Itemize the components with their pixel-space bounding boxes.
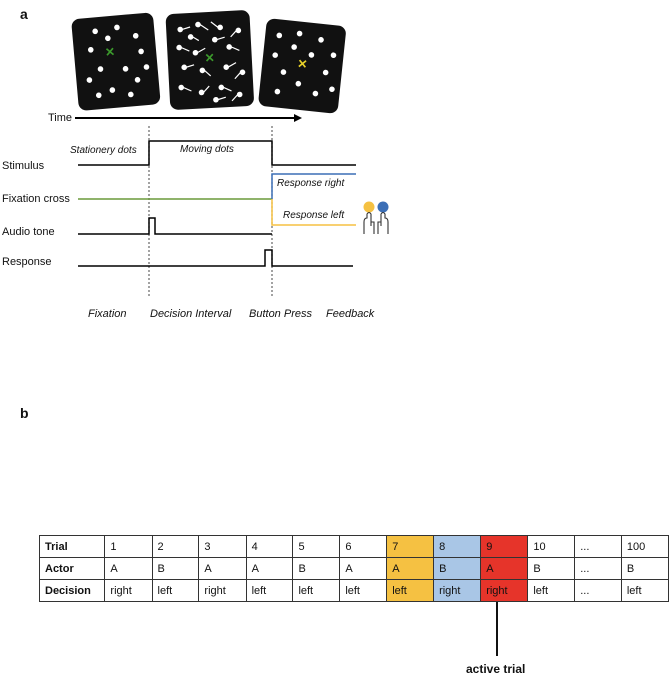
time-label: Time <box>48 112 73 124</box>
actor-cell: ... <box>574 557 622 580</box>
stimulus-screens: ✕ ✕ <box>71 10 346 114</box>
response-left-line <box>271 199 356 226</box>
trial-cell-active: 9 <box>480 535 529 558</box>
trial-cell: ... <box>574 535 622 558</box>
phase-button-press: Button Press <box>249 308 312 320</box>
phase-feedback: Feedback <box>326 308 375 320</box>
annotation-response-right: Response right <box>277 178 345 189</box>
panel-a-label: a <box>20 6 28 22</box>
table-row-trial: Trial 1 2 3 4 5 6 7 8 9 10 ... 100 <box>38 535 669 558</box>
trial-cell: 6 <box>339 535 388 558</box>
svg-text:✕: ✕ <box>297 57 308 72</box>
decision-cell: left <box>386 579 435 602</box>
actor-cell: A <box>386 557 435 580</box>
active-trial-label: active trial <box>466 662 526 676</box>
screen-moving-dots: ✕ <box>165 10 254 110</box>
header-trial: Trial <box>38 535 106 558</box>
decision-cell: right <box>198 579 247 602</box>
row-label-response: Response <box>2 256 52 268</box>
annotation-stationary-dots: Stationery dots <box>70 145 137 156</box>
phase-decision-interval: Decision Interval <box>150 308 232 320</box>
annotation-response-left: Response left <box>283 210 345 221</box>
row-label-fixation-cross: Fixation cross <box>2 193 70 205</box>
header-decision: Decision <box>38 579 106 602</box>
screen-feedback: ✕ <box>258 18 346 114</box>
annotation-moving-dots: Moving dots <box>180 144 234 155</box>
trial-cell: 4 <box>245 535 294 558</box>
panel-b-label: b <box>20 405 29 421</box>
actor-cell-active: A <box>480 557 529 580</box>
table-row-actor: Actor A B A A B A A B A B ... B <box>38 557 669 580</box>
trial-table: Trial 1 2 3 4 5 6 7 8 9 10 ... 100 Actor… <box>38 535 669 602</box>
trial-cell: 1 <box>104 535 153 558</box>
phase-fixation: Fixation <box>88 308 127 320</box>
active-trial-pointer <box>496 602 498 656</box>
decision-cell-active: right <box>480 579 529 602</box>
actor-cell: A <box>245 557 294 580</box>
decision-cell: ... <box>574 579 622 602</box>
time-arrow-head <box>294 114 302 122</box>
decision-cell: left <box>339 579 388 602</box>
response-line <box>78 249 353 267</box>
decision-cell: left <box>292 579 341 602</box>
actor-cell: B <box>620 557 669 580</box>
decision-cell: right <box>104 579 153 602</box>
trial-cell: 2 <box>151 535 200 558</box>
audio-tone-line <box>78 217 272 235</box>
decision-cell: left <box>527 579 576 602</box>
trial-cell: 8 <box>433 535 482 558</box>
trial-cell: 100 <box>620 535 669 558</box>
decision-cell: left <box>151 579 200 602</box>
row-label-stimulus: Stimulus <box>2 160 45 172</box>
header-actor: Actor <box>38 557 106 580</box>
actor-cell: B <box>292 557 341 580</box>
actor-cell: B <box>527 557 576 580</box>
svg-text:✕: ✕ <box>104 45 115 60</box>
trial-cell: 5 <box>292 535 341 558</box>
actor-cell: A <box>198 557 247 580</box>
trial-cell: 10 <box>527 535 576 558</box>
stimulus-line <box>78 140 356 166</box>
screen-stationary-dots: ✕ <box>71 12 161 111</box>
trial-cell: 7 <box>386 535 435 558</box>
timing-diagram <box>75 114 389 298</box>
actor-cell: B <box>151 557 200 580</box>
decision-cell: left <box>620 579 669 602</box>
actor-cell: A <box>104 557 153 580</box>
actor-cell: A <box>339 557 388 580</box>
decision-cell: left <box>245 579 294 602</box>
decision-cell: right <box>433 579 482 602</box>
trial-cell: 3 <box>198 535 247 558</box>
table-row-decision: Decision right left right left left left… <box>38 579 669 602</box>
response-right-line <box>271 173 356 199</box>
actor-cell: B <box>433 557 482 580</box>
row-label-audio-tone: Audio tone <box>2 226 55 238</box>
svg-text:✕: ✕ <box>204 51 215 66</box>
hand-press-icon <box>363 201 389 234</box>
